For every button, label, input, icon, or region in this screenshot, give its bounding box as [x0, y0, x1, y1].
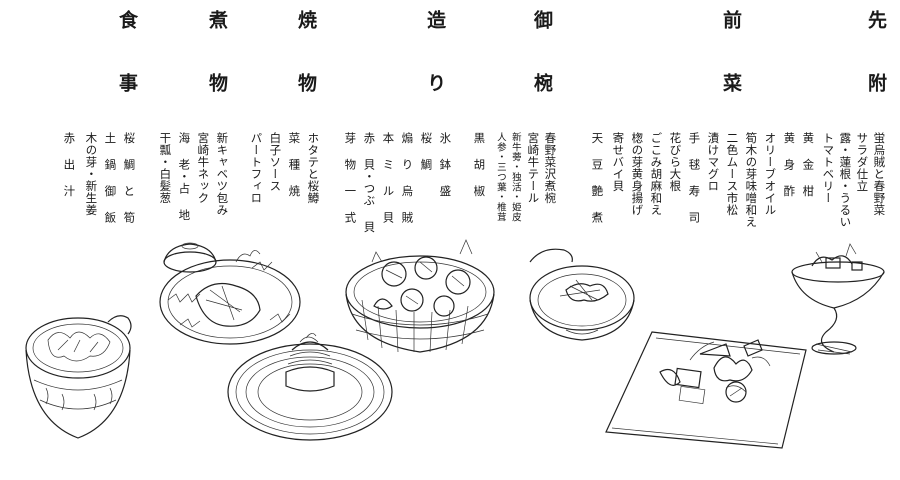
- menu-item: パートフィロ: [249, 132, 264, 204]
- yakimono-plate-illustration: [227, 333, 393, 441]
- menu-item: 煽 り 烏 賊: [400, 132, 415, 224]
- menu-item: 桜 鯛 と 筍: [122, 132, 137, 224]
- menu-item: 海 老・占 地: [177, 132, 192, 221]
- course-heading-zensai: 前菜: [720, 10, 742, 136]
- menu-item: 手 毬 寿 司: [687, 132, 702, 224]
- menu-item: 二色ムース市松: [725, 132, 740, 216]
- menu-item: 宮崎牛テール: [526, 132, 541, 204]
- course-heading-yakimono: 焼物: [295, 10, 317, 136]
- menu-item: トマトベリー: [821, 132, 836, 204]
- donabe-pot-illustration: [25, 315, 132, 439]
- menu-item: 新キャベツ包み: [215, 132, 230, 216]
- menu-item: サラダ仕立: [855, 132, 870, 192]
- owan-bowl-illustration: [529, 248, 635, 341]
- zensai-plate-illustration: [605, 331, 807, 449]
- course-heading-sakizuke: 先附: [865, 10, 887, 136]
- menu-item: 赤 出 汁: [62, 132, 77, 197]
- menu-item: 寄せバイ貝: [611, 132, 626, 192]
- menu-item: 芽 物 一 式: [343, 132, 358, 224]
- menu-item: 菜 種 焼: [287, 132, 302, 197]
- menu-item: ホタテと桜鱒: [306, 132, 321, 204]
- menu-item: 宮崎牛ネック: [196, 132, 211, 204]
- menu-item: 干瓢・白髪葱: [158, 132, 173, 204]
- menu-item: 白子ソース: [268, 132, 283, 192]
- course-heading-tsukuri: 造り: [424, 10, 446, 136]
- menu-item: 氷 鉢 盛: [438, 132, 453, 197]
- menu-item: オリーブオイル: [763, 132, 778, 216]
- menu-item: 楤の芽黄身揚げ: [630, 132, 645, 216]
- course-heading-nimono: 煮物: [206, 10, 228, 136]
- menu-item: 赤 貝・つぶ 貝: [362, 132, 377, 233]
- menu-item: 花びら大根: [668, 132, 683, 192]
- menu-item: 黄 身 酢: [782, 132, 797, 197]
- menu-item: 天 豆 艶 煮: [590, 132, 605, 224]
- menu-item: 筍木の芽味噌和え: [744, 132, 759, 228]
- menu-item: 土 鍋 御 飯: [103, 132, 118, 224]
- menu-item: 漬けマグロ: [706, 132, 721, 192]
- menu-item: 本 ミ ル 貝: [381, 132, 396, 224]
- menu-item: 黒 胡 椒: [472, 132, 487, 197]
- course-heading-owan: 御椀: [531, 10, 553, 136]
- menu-item: 桜 鯛: [419, 132, 434, 171]
- menu-item: 人参・三つ葉・椎茸: [494, 132, 506, 222]
- menu-item: 蛍烏賊と春野菜: [872, 132, 887, 216]
- menu-item: 黄 金 柑: [801, 132, 816, 197]
- menu-item: ごこみ胡麻和え: [649, 132, 664, 216]
- menu-item: 新牛蒡・独活・姫皮: [509, 132, 521, 222]
- tsukuri-basket-illustration: [345, 239, 495, 353]
- course-heading-shokuji: 食事: [116, 10, 138, 136]
- menu-item: 春野菜沢煮椀: [543, 132, 558, 204]
- nimono-bowl-illustration: [159, 242, 301, 345]
- menu-item: 露・蓮根・うるい: [838, 132, 853, 228]
- sakizuke-glass-illustration: [791, 243, 885, 355]
- menu-item: 木の芽・新生姜: [84, 132, 99, 216]
